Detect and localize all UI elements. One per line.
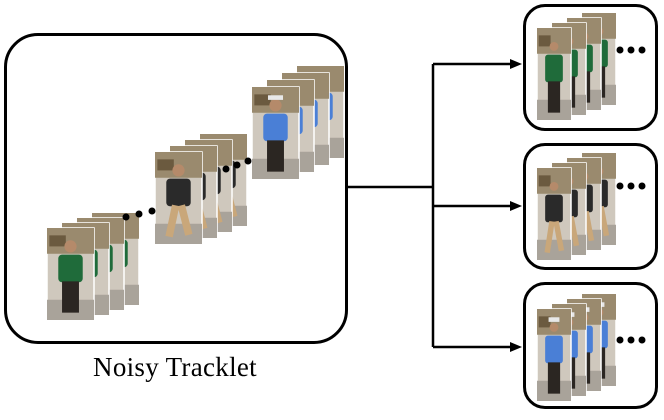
tracklet-stack-dark-frame-1 [154, 151, 203, 245]
ellipsis-dots-icon [627, 336, 635, 344]
noisy-tracklet-caption: Noisy Tracklet [93, 352, 257, 382]
ellipsis-dots-icon [638, 336, 646, 344]
output-stack-blue-frame-1 [536, 308, 572, 402]
ellipsis-dots-icon [616, 46, 624, 54]
arrow-right-icon [510, 342, 522, 352]
ellipsis-dots-icon [148, 207, 156, 215]
ellipsis-dots-icon [638, 182, 646, 190]
output-stack-dark-frame-1 [536, 167, 572, 261]
arrow-right-icon [510, 59, 522, 69]
ellipsis-dots-icon [122, 213, 130, 221]
ellipsis-dots-icon [222, 165, 230, 173]
tracklet-stack-green-frame-1 [46, 227, 95, 321]
ellipsis-dots-icon [616, 182, 624, 190]
output-stack-green-frame-1 [536, 27, 572, 121]
ellipsis-dots-icon [627, 46, 635, 54]
ellipsis-dots-icon [233, 161, 241, 169]
ellipsis-dots-icon [616, 336, 624, 344]
tracklet-stack-blue-frame-1 [251, 86, 300, 180]
arrow-right-icon [510, 201, 522, 211]
ellipsis-dots-icon [638, 46, 646, 54]
ellipsis-dots-icon [627, 182, 635, 190]
ellipsis-dots-icon [244, 157, 252, 165]
ellipsis-dots-icon [135, 210, 143, 218]
